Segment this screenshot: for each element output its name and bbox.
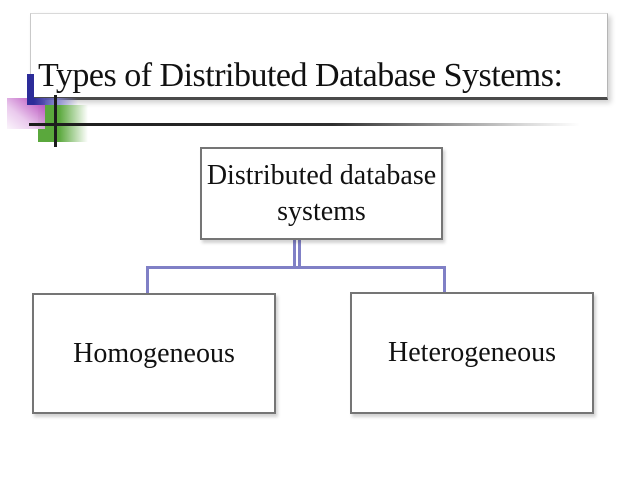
node-heterogeneous: Heterogeneous xyxy=(350,292,594,414)
connector-drop-left xyxy=(146,266,149,294)
connector-root-stem xyxy=(293,240,301,267)
node-heterogeneous-label: Heterogeneous xyxy=(388,337,556,368)
crosshair-vertical-line xyxy=(54,95,57,147)
node-homogeneous: Homogeneous xyxy=(32,293,276,414)
connector-drop-right xyxy=(443,266,446,293)
node-root: Distributed database systems xyxy=(200,147,443,240)
blue-bar-decoration xyxy=(27,74,34,105)
title-box: Types of Distributed Database Systems: xyxy=(30,13,608,100)
node-root-label: Distributed database systems xyxy=(206,159,437,227)
node-homogeneous-label: Homogeneous xyxy=(73,337,235,369)
connector-horizontal xyxy=(146,266,446,269)
slide-title: Types of Distributed Database Systems: xyxy=(38,57,563,94)
crosshair-horizontal-line xyxy=(29,123,580,126)
